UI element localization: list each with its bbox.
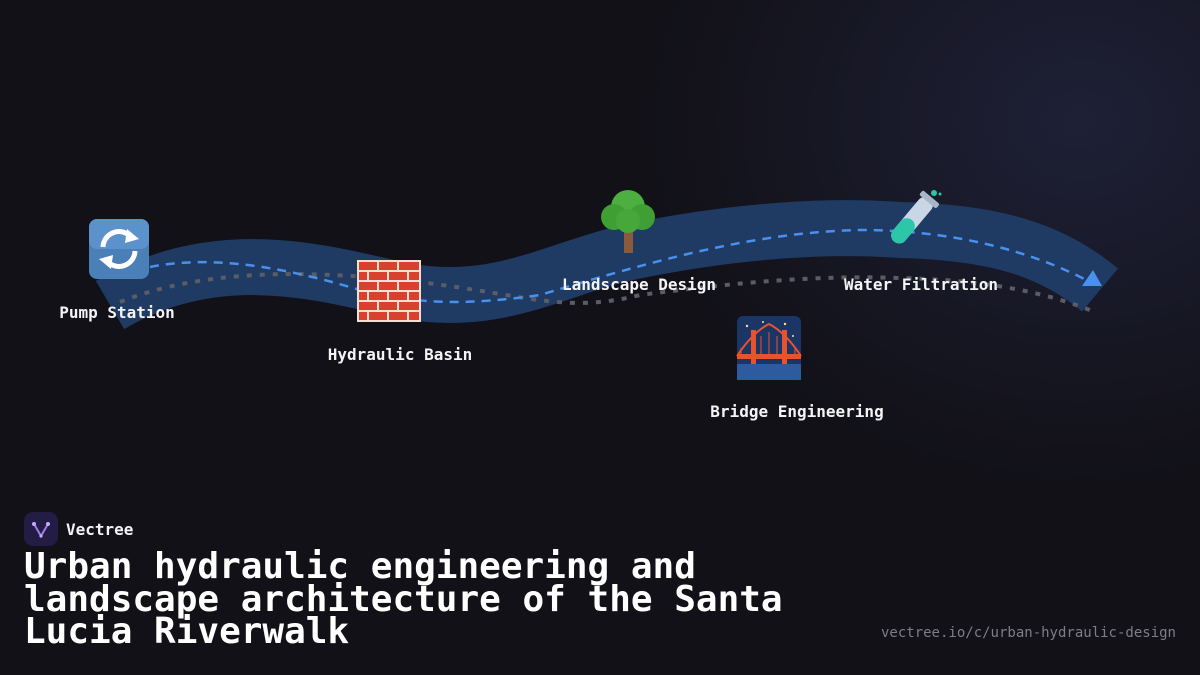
source-url[interactable]: vectree.io/c/urban-hydraulic-design [880,625,1176,641]
flow-arrowhead [1082,270,1102,286]
vectree-logo-icon [24,512,58,546]
node-label-pump-station: Pump Station [59,303,175,322]
test-tube-icon [874,185,946,257]
brick-wall-icon [353,256,425,328]
tree-icon [592,185,664,257]
pump-cycle-icon [83,213,155,285]
node-label-water-filtration: Water Filtration [843,275,999,294]
node-label-bridge-engineering: Bridge Engineering [710,402,884,421]
page-title: Urban hydraulic engineering and landscap… [24,546,783,652]
node-label-landscape-design: Landscape Design [561,275,717,294]
brand-name: Vectree [66,519,134,539]
bridge-icon [733,312,805,384]
brand: Vectree [24,512,133,546]
node-label-hydraulic-basin: Hydraulic Basin [327,345,473,364]
dashed-flow-path [149,228,1091,304]
